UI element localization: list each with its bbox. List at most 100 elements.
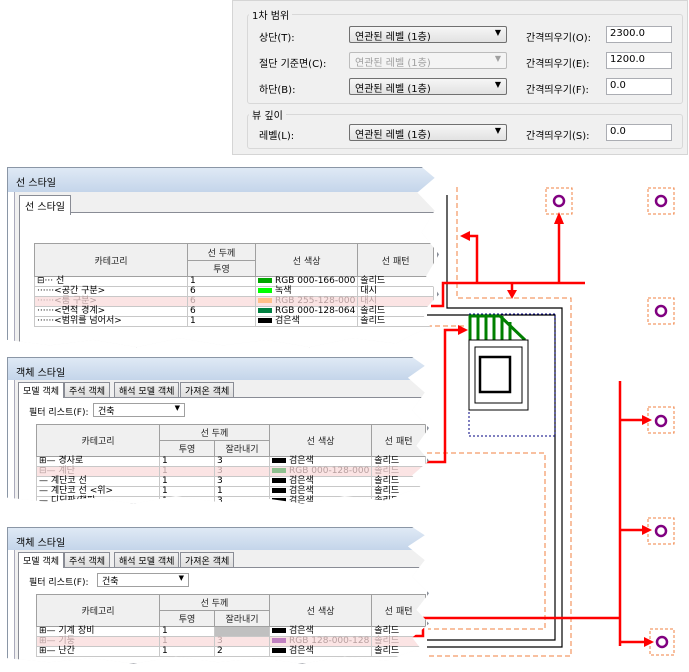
- color-cell[interactable]: 검은색: [268, 646, 373, 657]
- tab-line-styles[interactable]: 선 스타일: [19, 195, 71, 215]
- dialog-title: 객체 스타일: [8, 358, 428, 380]
- color-cell[interactable]: 녹색: [254, 286, 359, 297]
- cut-cell: 1: [214, 486, 270, 497]
- filter-label: 필터 리스트(F):: [29, 408, 89, 418]
- col-cut: 잘라내기: [214, 440, 270, 457]
- color-cell[interactable]: RGB 000-128-000: [268, 466, 373, 477]
- color-value: 녹색: [275, 286, 292, 296]
- cut-plane-label: 절단 기준면(C):: [259, 59, 327, 70]
- tab-0[interactable]: 모델 객체: [18, 382, 64, 398]
- depth-level-combo[interactable]: 연관된 레벨 (1층)▼: [349, 124, 507, 141]
- color-value: 검은색: [289, 476, 314, 486]
- color-cell[interactable]: RGB 000-166-000: [254, 276, 359, 287]
- color-swatch: [272, 468, 286, 473]
- col-projection: 투영: [159, 440, 215, 457]
- filter-combo[interactable]: 건축▼: [93, 403, 185, 417]
- color-value: 검은색: [289, 626, 314, 636]
- col-pattern: 선 패턴: [371, 424, 426, 457]
- depth-offset-label: 간격띄우기(S):: [526, 131, 590, 142]
- view-depth-label: 뷰 깊이: [249, 107, 286, 122]
- col-category: 카테고리: [36, 424, 160, 457]
- col-projection: 투영: [187, 260, 256, 277]
- category-cell: ······<범위를 넘어서>: [34, 316, 188, 327]
- category-cell: ⊟··· 선: [34, 276, 188, 287]
- color-cell[interactable]: 검은색: [268, 486, 373, 497]
- color-value: 검은색: [289, 456, 314, 466]
- projection-cell: 1: [159, 476, 215, 487]
- dashed-boundary: [427, 187, 572, 657]
- chevron-down-icon: ▼: [174, 404, 180, 412]
- top-offset-input[interactable]: 2300.0: [606, 26, 672, 43]
- color-swatch: [258, 278, 272, 283]
- category-cell: ······<면적 경계>: [34, 306, 188, 317]
- color-swatch: [258, 308, 272, 313]
- color-swatch: [272, 488, 286, 493]
- col-weight: 선 두께: [187, 243, 256, 261]
- col-weight: 선 두께: [159, 594, 270, 611]
- tab-3[interactable]: 가져온 객체: [180, 552, 235, 568]
- color-cell[interactable]: RGB 255-128-000: [254, 296, 359, 307]
- chevron-down-icon: ▼: [178, 574, 184, 582]
- pattern-cell: 솔리드: [357, 306, 434, 317]
- tab-2[interactable]: 해석 모델 객체: [114, 552, 180, 568]
- weight-cell: 1: [187, 276, 256, 287]
- category-cell: — 계단코 선: [36, 476, 160, 487]
- bottom-offset-input[interactable]: 0.0: [606, 78, 672, 95]
- chevron-down-icon: ▼: [494, 126, 501, 135]
- filter-combo[interactable]: 건축▼: [97, 573, 189, 587]
- dialog-title: 선 스타일: [8, 168, 438, 192]
- tab-2[interactable]: 해석 모델 객체: [114, 382, 180, 398]
- pattern-cell: 대시: [357, 286, 434, 297]
- color-cell[interactable]: RGB 000-128-064: [254, 306, 359, 317]
- bottom-level-combo[interactable]: 연관된 레벨 (1층)▼: [349, 78, 507, 95]
- top-level-combo[interactable]: 연관된 레벨 (1층)▼: [349, 26, 507, 43]
- col-color: 선 색상: [268, 594, 373, 627]
- view-depth-group: [247, 114, 683, 149]
- tab-1[interactable]: 주석 객체: [64, 552, 110, 568]
- pattern-cell: 솔리드: [371, 456, 426, 467]
- color-cell[interactable]: 검은색: [268, 626, 373, 637]
- color-cell[interactable]: 검은색: [254, 316, 359, 327]
- color-cell[interactable]: RGB 128-000-128: [268, 636, 373, 647]
- combo-value: 연관된 레벨 (1층): [355, 58, 431, 69]
- projection-cell: 1: [159, 486, 215, 497]
- color-swatch: [272, 638, 286, 643]
- color-value: RGB 128-000-128: [289, 636, 370, 646]
- color-cell[interactable]: 검은색: [268, 456, 373, 467]
- tab-1[interactable]: 주석 객체: [64, 382, 110, 398]
- cut-cell: 2: [214, 646, 270, 657]
- color-swatch: [258, 318, 272, 323]
- cut-offset-label: 간격띄우기(E):: [526, 59, 590, 70]
- tab-0[interactable]: 모델 객체: [18, 552, 64, 568]
- primary-range-group: [247, 14, 683, 104]
- tab-3[interactable]: 가져온 객체: [180, 382, 235, 398]
- depth-offset-input[interactable]: 0.0: [606, 124, 672, 141]
- col-color: 선 색상: [268, 424, 373, 457]
- pattern-cell: 대시: [357, 296, 434, 307]
- category-cell: ······<공간 구분>: [34, 286, 188, 297]
- wall-lines: [427, 195, 563, 648]
- cut-plane-combo[interactable]: 연관된 레벨 (1층)▼: [349, 52, 507, 69]
- top-label: 상단(T):: [259, 33, 295, 44]
- cut-offset-input[interactable]: 1200.0: [606, 52, 672, 69]
- color-cell[interactable]: 검은색: [268, 476, 373, 487]
- projection-cell: 1: [159, 626, 215, 637]
